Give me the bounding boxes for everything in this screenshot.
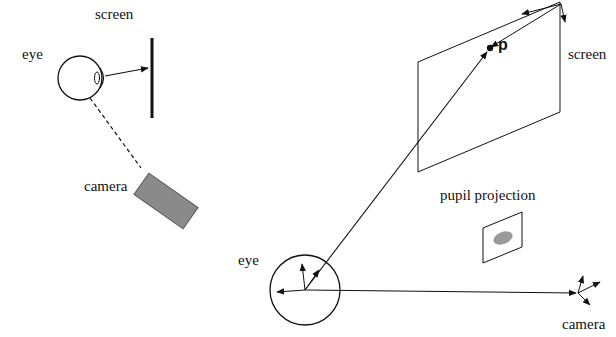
screen-axis <box>561 4 565 22</box>
eye-ball <box>58 56 102 100</box>
cornea <box>100 68 104 88</box>
part-label: camera <box>84 178 127 195</box>
part-label: eye <box>22 46 43 63</box>
eye-axis <box>277 290 305 292</box>
gaze-point <box>487 45 493 51</box>
gaze-ray <box>105 68 148 76</box>
camera-body <box>134 173 198 229</box>
image-plane <box>483 212 522 263</box>
camera-ray <box>90 98 141 168</box>
screen-side <box>151 38 154 118</box>
pupil-image <box>491 229 514 248</box>
part-label: eye <box>238 252 259 269</box>
part-label: screen <box>568 46 606 63</box>
part-label: screen <box>95 6 133 23</box>
part-label: camera <box>562 316 605 333</box>
camera-axis <box>578 276 583 293</box>
camera-axis <box>578 282 600 293</box>
point-label: p <box>498 36 508 54</box>
eye-axis <box>302 264 305 290</box>
lens <box>95 72 100 84</box>
screen-plane <box>418 2 560 172</box>
gaze-ray <box>305 52 487 290</box>
camera-ray <box>305 290 576 293</box>
part-label: pupil projection <box>440 187 535 204</box>
screen-axis <box>522 4 561 14</box>
camera-axis <box>578 293 590 305</box>
